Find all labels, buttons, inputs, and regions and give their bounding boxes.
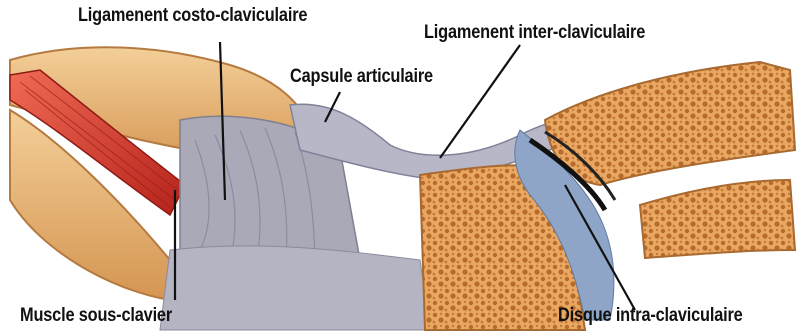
label-articular-disc: Disque intra-claviculaire (558, 305, 743, 327)
label-inter-clavicular-ligament: Ligamenent inter-claviculaire (424, 22, 645, 44)
label-articular-capsule: Capsule articulaire (290, 66, 433, 88)
lower-capsule (160, 246, 430, 330)
label-subclavius-muscle: Muscle sous-clavier (20, 305, 172, 327)
rib-cartilage-bone (640, 180, 795, 258)
label-costo-clavicular-ligament: Ligamenent costo-claviculaire (78, 5, 307, 27)
medial-clavicle-end (545, 62, 795, 185)
